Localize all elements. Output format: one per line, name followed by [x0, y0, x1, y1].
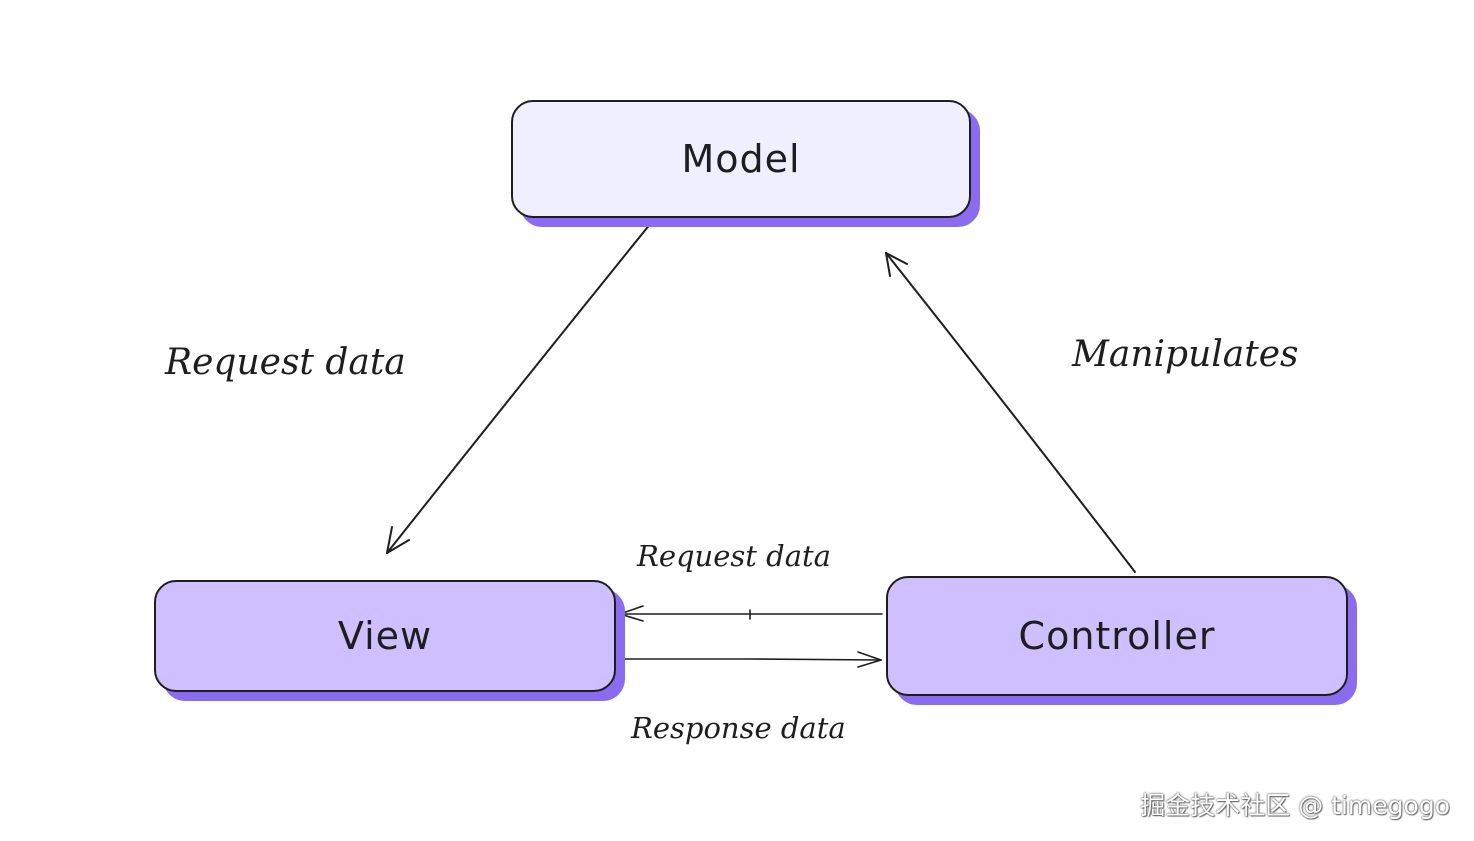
edge-label-controller-to-view: Request data	[637, 539, 831, 573]
controller-label: Controller	[1018, 614, 1216, 658]
arrow-model-to-view	[386, 217, 656, 554]
watermark: 掘金技术社区 @ timegogo	[1140, 791, 1450, 820]
arrow-controller-to-view	[619, 605, 883, 622]
controller-node: Controller	[886, 576, 1348, 696]
edge-label-view-to-controller: Response data	[631, 711, 846, 745]
arrow-view-to-controller	[619, 651, 882, 668]
view-label: View	[337, 614, 433, 658]
view-node: View	[154, 580, 616, 692]
edge-label-controller-to-model: Manipulates	[1072, 334, 1299, 375]
arrow-controller-to-model	[885, 252, 1136, 573]
model-node: Model	[511, 100, 971, 218]
model-label: Model	[681, 137, 801, 181]
edge-label-model-to-view: Request data	[165, 342, 406, 383]
